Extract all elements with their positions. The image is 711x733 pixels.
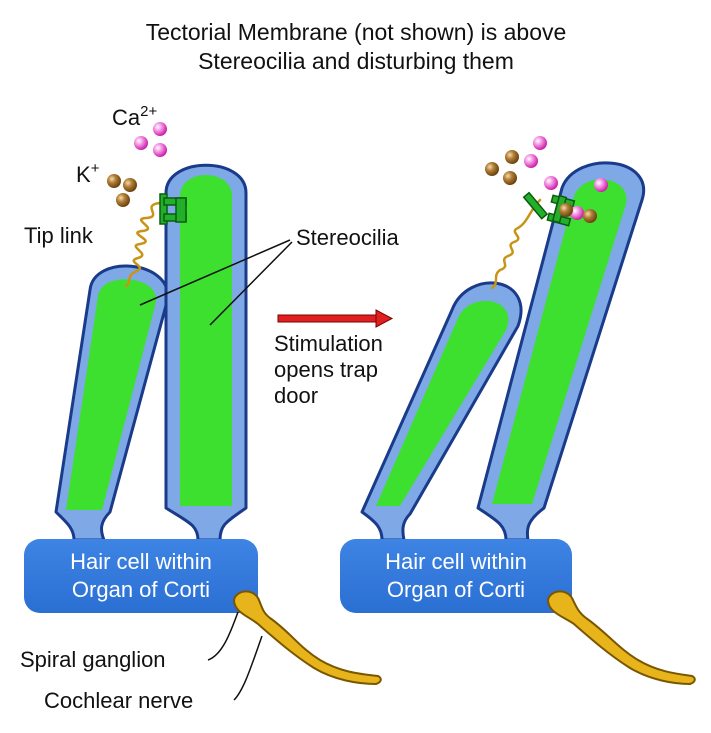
left-nerve [232, 590, 382, 686]
spiral-ganglion-pointer [207, 611, 239, 661]
left-calcium-ions [134, 122, 167, 157]
title-line-1: Tectorial Membrane (not shown) is above [146, 19, 567, 45]
left-tip-link [124, 201, 162, 288]
cochlear-nerve-pointer [233, 635, 263, 701]
stereocilia-pointer-short [139, 239, 291, 306]
potassium-label: K+ [76, 160, 100, 187]
right-hair-cell-label-2: Organ of Corti [387, 577, 525, 602]
stereocilia-pointer-tall [209, 241, 293, 326]
calcium-label: Ca2+ [112, 103, 157, 130]
right-tall-stereocilium [476, 161, 646, 542]
stereocilia-label: Stereocilia [296, 225, 399, 250]
left-hair-cell-body [24, 539, 258, 613]
stimulation-arrow [277, 309, 394, 328]
stimulation-label-3: door [274, 383, 318, 408]
left-hair-cell-label-1: Hair cell within [70, 549, 212, 574]
left-potassium-ions [107, 174, 137, 207]
left-hair-cell-label-2: Organ of Corti [72, 577, 210, 602]
right-hair-cell-body [340, 539, 572, 613]
left-tall-stereocilium [164, 163, 248, 542]
right-potassium-ions [485, 150, 597, 223]
right-calcium-ions [524, 136, 608, 220]
stimulation-label-1: Stimulation [274, 331, 383, 356]
right-tip-link [490, 198, 542, 290]
left-ion-channel [159, 193, 187, 225]
right-ion-channel [522, 191, 576, 227]
title-line-2: Stereocilia and disturbing them [198, 48, 514, 74]
right-nerve [546, 590, 696, 686]
stimulation-label-2: opens trap [274, 357, 378, 382]
right-hair-cell-label-1: Hair cell within [385, 549, 527, 574]
right-short-stereocilium [360, 281, 523, 542]
cochlear-nerve-label: Cochlear nerve [44, 688, 193, 713]
tip-link-label: Tip link [24, 223, 94, 248]
left-short-stereocilium [54, 264, 170, 542]
spiral-ganglion-label: Spiral ganglion [20, 647, 166, 672]
